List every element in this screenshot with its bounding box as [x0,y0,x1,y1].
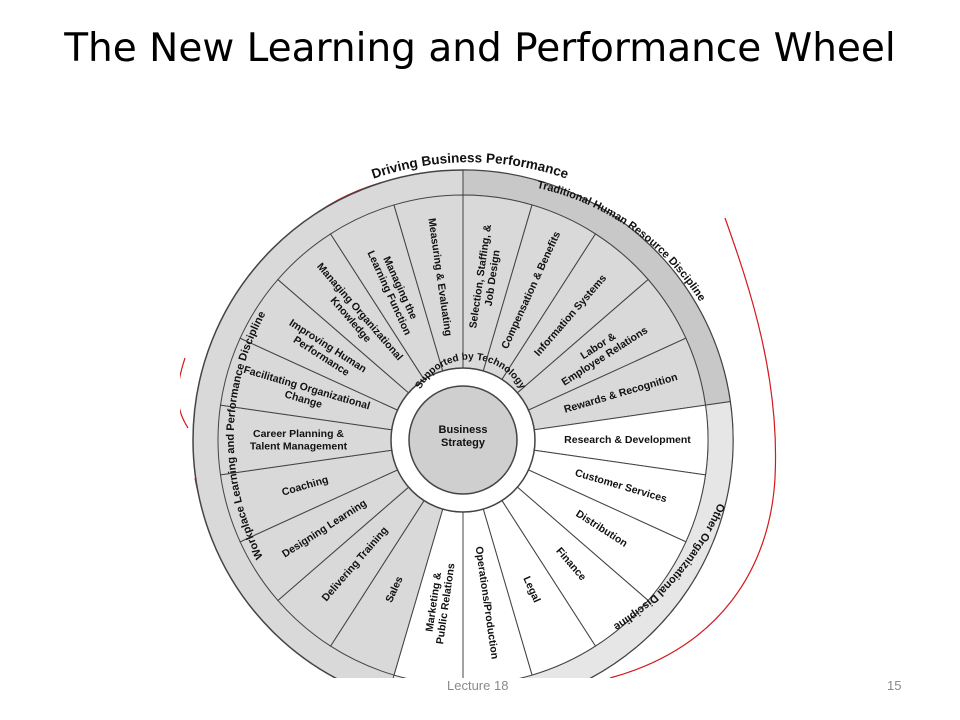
sector-label-career-planning-talent-management: Career Planning &Talent Management [250,428,348,452]
annotation-stroke [180,357,189,429]
slide-title: The New Learning and Performance Wheel [64,26,896,71]
annotation-stroke [609,217,777,678]
slide-number: 15 [887,678,902,693]
learning-performance-wheel: Selection, Staffing, &Job DesignCompensa… [180,150,777,678]
sector-label-research-development: Research & Development [564,434,691,446]
center-circle [408,385,518,495]
footer-lecture: Lecture 18 [447,678,509,693]
wheel-rings [390,367,536,513]
